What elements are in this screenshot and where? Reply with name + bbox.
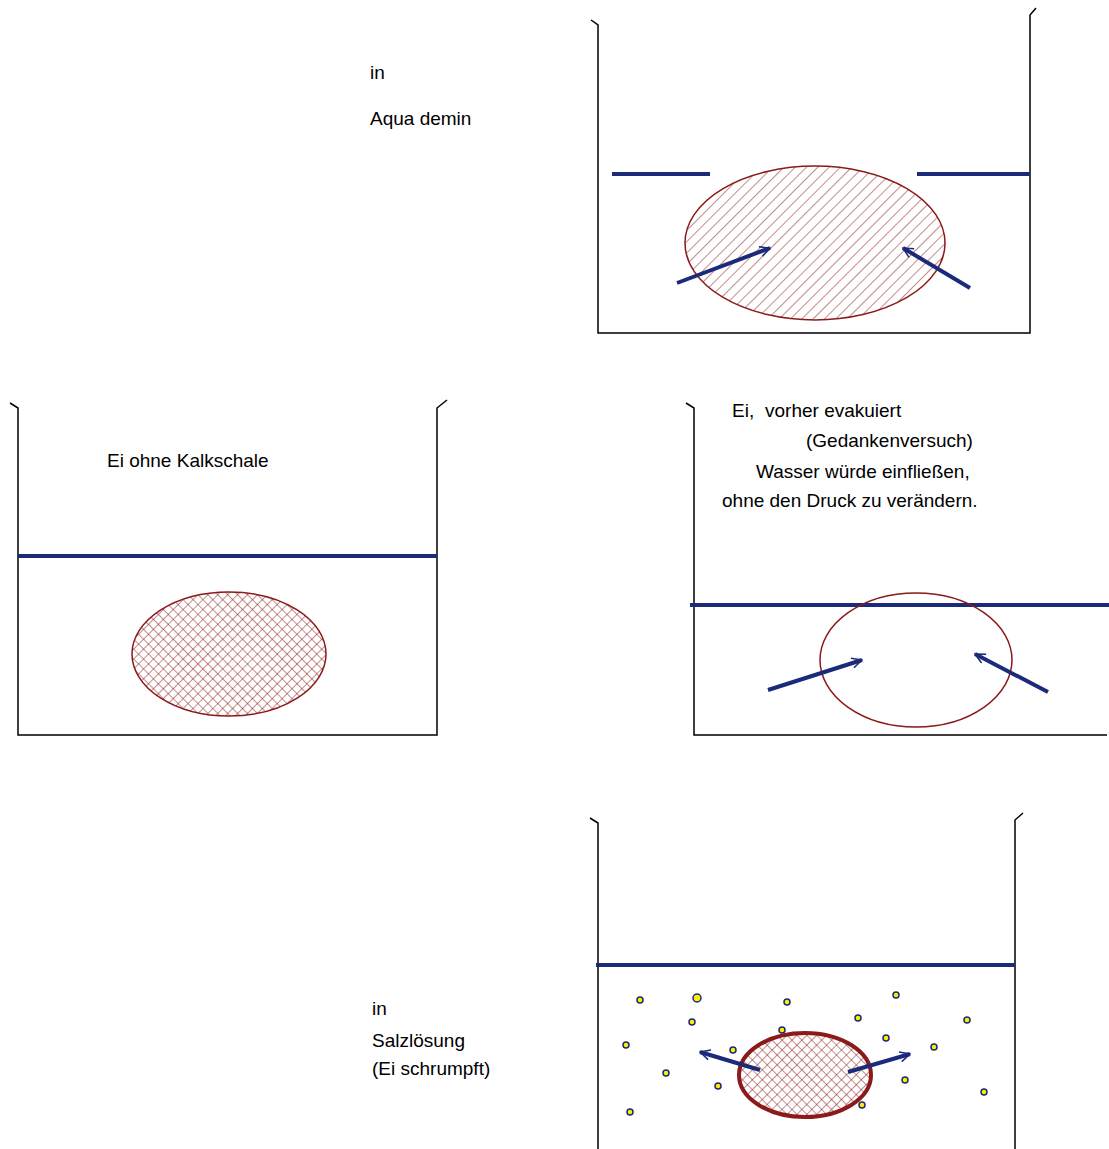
water-line (612, 172, 1030, 176)
caption-text: in (372, 998, 387, 1020)
water-line (690, 603, 1109, 607)
beaker (10, 400, 447, 735)
beaker (590, 813, 1023, 1149)
water-line (596, 963, 1015, 967)
caption-text: Aqua demin (370, 108, 471, 130)
outflow-arrow (700, 1052, 910, 1072)
egg (685, 166, 945, 320)
beaker (686, 403, 1107, 735)
caption-text: Ei ohne Kalkschale (107, 450, 269, 472)
egg (132, 592, 326, 716)
inflow-arrow (768, 654, 1048, 692)
water-line (18, 554, 437, 558)
caption-text: Salzlösung (372, 1030, 465, 1052)
caption-text: (Gedankenversuch) (806, 430, 973, 452)
caption-text: (Ei schrumpft) (372, 1058, 490, 1080)
caption-text: in (370, 62, 385, 84)
caption-text: Ei, (732, 400, 754, 422)
caption-text: ohne den Druck zu verändern. (722, 490, 978, 512)
inflow-arrow (677, 248, 970, 288)
egg (739, 1033, 871, 1117)
caption-text: vorher evakuiert (765, 400, 901, 422)
beaker (591, 8, 1036, 333)
caption-text: Wasser würde einfließen, (756, 461, 970, 483)
